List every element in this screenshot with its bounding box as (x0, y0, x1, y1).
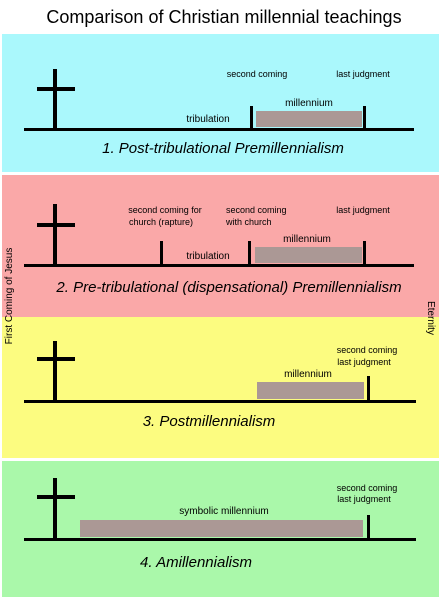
millennium-bar (257, 382, 364, 399)
panel-2-background (2, 175, 439, 317)
second-coming-tick (248, 241, 251, 266)
panel-1-title: 1. Post-tribulational Premillennialism (102, 140, 344, 157)
second-coming-label-line2: with church (225, 217, 272, 227)
panel-4-title: 4. Amillennialism (140, 554, 252, 571)
tribulation-label: tribulation (186, 251, 229, 262)
panel-postmillennialism: millennium second coming last judgment 3… (2, 317, 439, 458)
panel-1-background (2, 34, 439, 172)
panel-3-title: 3. Postmillennialism (143, 413, 276, 430)
millennium-label: millennium (283, 234, 331, 245)
panel-amillennialism: symbolic millennium second coming last j… (2, 461, 439, 597)
second-coming-label-line1: second coming (226, 205, 287, 215)
panel-pre-tribulational: millennium tribulation second coming for… (2, 175, 439, 317)
eternity-side-label: Eternity (425, 301, 436, 335)
millennium-label: symbolic millennium (179, 506, 268, 517)
second-coming-label: second coming (227, 69, 288, 79)
last-judgment-label: last judgment (337, 357, 391, 367)
first-coming-side-label: First Coming of Jesus (4, 248, 15, 345)
millennium-bar (255, 247, 362, 263)
last-judgment-label: last judgment (336, 69, 390, 79)
second-coming-label: second coming (337, 345, 398, 355)
timeline-line (24, 538, 416, 541)
timeline-line (24, 128, 414, 131)
cross-icon (37, 341, 75, 403)
timeline-line (24, 264, 414, 267)
last-judgment-label: last judgment (337, 494, 391, 504)
second-coming-label: second coming (337, 483, 398, 493)
second-coming-tick (250, 106, 253, 130)
timeline-line (24, 400, 416, 403)
rapture-label-line1: second coming for (128, 205, 202, 215)
tribulation-label: tribulation (186, 114, 229, 125)
cross-icon (37, 69, 75, 130)
millennium-label: millennium (284, 369, 332, 380)
millennium-label: millennium (285, 98, 333, 109)
symbolic-millennium-bar (80, 520, 363, 537)
last-judgment-tick (363, 106, 366, 130)
panel-2-title: 2. Pre-tribulational (dispensational) Pr… (55, 279, 401, 296)
last-judgment-label: last judgment (336, 205, 390, 215)
panel-3-background (2, 317, 439, 458)
rapture-label-line2: church (rapture) (129, 217, 193, 227)
cross-icon (37, 478, 75, 540)
millennium-bar (256, 111, 362, 127)
second-coming-tick (367, 376, 370, 402)
diagram-title: Comparison of Christian millennial teach… (46, 7, 401, 27)
panel-post-tribulational: millennium tribulation second coming las… (2, 34, 439, 172)
second-coming-tick (367, 515, 370, 540)
cross-icon (37, 204, 75, 266)
last-judgment-tick (363, 241, 366, 266)
rapture-tick (160, 241, 163, 266)
